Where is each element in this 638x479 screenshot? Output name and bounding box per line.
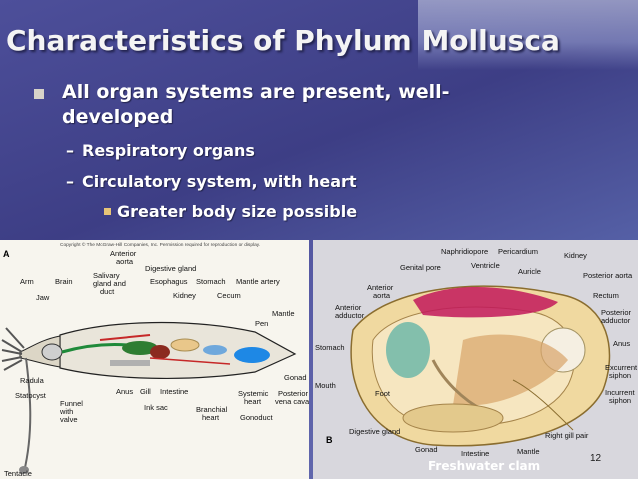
label-genital-pore: Genital pore <box>400 263 441 272</box>
label-duct: duct <box>100 287 115 296</box>
label-digestive-gland: Digestive gland <box>145 264 196 273</box>
label-mantle-artery: Mantle artery <box>236 277 280 286</box>
label-ink-sac: Ink sac <box>144 403 168 412</box>
label-anterior: Anterior <box>367 283 394 292</box>
copyright-text: Copyright © The McGraw-Hill Companies, I… <box>60 241 260 248</box>
label-gonoduct: Gonoduct <box>240 413 273 422</box>
label-anterior-adductor: Anterior <box>335 303 362 312</box>
label-systemic-heart: heart <box>244 397 262 406</box>
label-gonad: Gonad <box>415 445 438 454</box>
clam-diagram: Naphridiopore Pericardium Kidney Genital… <box>313 240 638 479</box>
label-anus: Anus <box>116 387 133 396</box>
panel-letter-b: B <box>326 435 333 445</box>
label-stomach: Stomach <box>315 343 345 352</box>
bullet-main-text: All organ systems are present, well-deve… <box>62 81 450 128</box>
label-auricle: Auricle <box>518 267 541 276</box>
label-foot: Foot <box>375 389 391 398</box>
dash-icon: – <box>66 141 74 160</box>
label-gland-and: gland and <box>93 279 126 288</box>
label-anterior: Anterior <box>110 249 137 258</box>
slide-title: Characteristics of Phylum Mollusca <box>6 24 560 57</box>
label-kidney: Kidney <box>173 291 196 300</box>
label-pericardium: Pericardium <box>498 247 538 256</box>
label-valve: valve <box>60 415 78 424</box>
label-intestine: Intestine <box>160 387 188 396</box>
label-stomach: Stomach <box>196 277 226 286</box>
label-aorta: aorta <box>116 257 134 266</box>
label-kidney: Kidney <box>564 251 587 260</box>
sub-bullet-text: Circulatory system, with heart <box>82 172 357 191</box>
sub-bullet-circulatory: –Circulatory system, with heart <box>66 172 357 191</box>
label-incurrent-siphon: siphon <box>609 396 631 405</box>
label-right-gill-pair: Right gill pair <box>545 431 589 440</box>
label-vena-cava: vena cava <box>275 397 309 406</box>
panel-letter-a: A <box>3 249 10 259</box>
label-anus: Anus <box>613 339 630 348</box>
label-tentacle: Tentacle <box>4 469 32 478</box>
sub-sub-bullet: Greater body size possible <box>104 202 357 221</box>
small-square-icon <box>104 208 111 215</box>
label-incurrent: Incurrent <box>605 388 636 397</box>
page-number: 12 <box>590 453 602 464</box>
label-esophagus: Esophagus <box>150 277 188 286</box>
squid-anatomy-figure: Copyright © The McGraw-Hill Companies, I… <box>0 240 310 479</box>
label-naphridiopore: Naphridiopore <box>441 247 488 256</box>
squid-body <box>1 321 297 474</box>
label-pen: Pen <box>255 319 268 328</box>
clam-body <box>350 285 611 447</box>
label-gonad: Gonad <box>284 373 307 382</box>
label-mantle: Mantle <box>272 309 295 318</box>
label-funnel: Funnel <box>60 399 83 408</box>
figure-caption: Freshwater clam <box>428 459 541 473</box>
sub-bullet-respiratory: –Respiratory organs <box>66 141 255 160</box>
bullet-main: All organ systems are present, well-deve… <box>34 80 536 130</box>
label-gill: Gill <box>140 387 151 396</box>
label-excurrent-siphon: siphon <box>609 371 631 380</box>
label-brain: Brain <box>55 277 73 286</box>
label-posterior: Posterior <box>278 389 309 398</box>
label-arm: Arm <box>20 277 34 286</box>
sky-gradient <box>418 0 638 70</box>
label-digestive-gland: Digestive gland <box>349 427 400 436</box>
label-cecum: Cecum <box>217 291 241 300</box>
label-rectum: Rectum <box>593 291 619 300</box>
label-ventricle: Ventricle <box>471 261 500 270</box>
clam-anatomy-figure: Naphridiopore Pericardium Kidney Genital… <box>313 240 638 479</box>
sub-sub-bullet-text: Greater body size possible <box>117 202 358 221</box>
label-adductor: adductor <box>335 311 365 320</box>
label-systemic: Systemic <box>238 389 269 398</box>
label-statocyst: Statocyst <box>15 391 47 400</box>
dash-icon: – <box>66 172 74 191</box>
label-posterior: Posterior <box>601 308 632 317</box>
label-mouth: Mouth <box>315 381 336 390</box>
label-salivary: Salivary <box>93 271 120 280</box>
label-posterior-adductor: adductor <box>601 316 631 325</box>
label-jaw: Jaw <box>36 293 50 302</box>
label-excurrent: Excurrent <box>605 363 638 372</box>
label-radula: Radula <box>20 376 45 385</box>
label-aorta: aorta <box>373 291 391 300</box>
label-branchial: Branchial <box>196 405 228 414</box>
label-posterior-aorta: Posterior aorta <box>583 271 633 280</box>
squid-diagram: Copyright © The McGraw-Hill Companies, I… <box>1 241 310 478</box>
sub-bullet-text: Respiratory organs <box>82 141 255 160</box>
label-mantle: Mantle <box>517 447 540 456</box>
label-branchial-heart: heart <box>202 413 220 422</box>
bullet-square-icon <box>34 89 44 99</box>
label-intestine: Intestine <box>461 449 489 458</box>
label-with: with <box>59 407 73 416</box>
